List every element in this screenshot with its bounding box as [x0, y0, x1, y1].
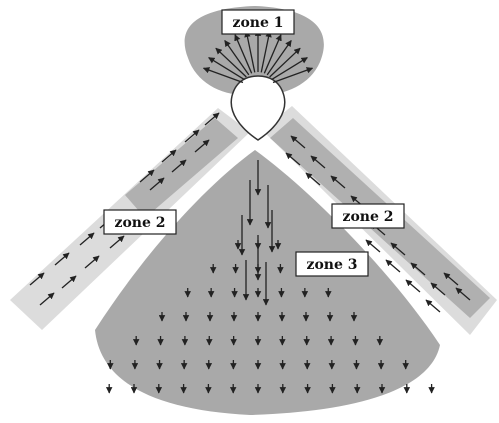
zone2-right-arrow	[305, 172, 321, 186]
zone2-right-arrow	[430, 282, 446, 296]
zone2-right-arrow	[410, 262, 426, 276]
zone1-arrow	[234, 34, 253, 74]
zone2-left-arrow	[171, 159, 187, 173]
zone2-right-arrow	[285, 152, 301, 166]
zone2-left-arrow	[109, 235, 125, 249]
zone2-right-label: zone 2	[343, 209, 394, 225]
zone2-left-arrow	[139, 169, 155, 183]
zone2-left-arrow	[79, 232, 95, 246]
zone1-arrow	[272, 67, 314, 84]
zone2-right-arrow	[290, 135, 306, 149]
zone2-left-label-box: zone 2	[103, 209, 177, 235]
zone2-left-arrow	[161, 149, 177, 163]
zone2-right-arrow	[330, 175, 346, 189]
zone2-left-arrow	[194, 139, 210, 153]
zone2-left-arrow	[204, 112, 220, 126]
zone1-arrow	[269, 47, 301, 78]
zone1-arrow	[266, 39, 292, 76]
zone1-arrow	[260, 30, 272, 73]
zone2-left-arrow	[84, 255, 100, 269]
zone2-right-arrow	[385, 259, 401, 273]
zone2-right-arrow	[455, 287, 471, 301]
zone2-left-arrow	[54, 252, 70, 266]
zone2-right-arrow	[405, 279, 421, 293]
zone1-label: zone 1	[233, 15, 284, 31]
central-droplet	[230, 75, 286, 141]
zone2-left-arrow	[29, 272, 45, 286]
zone1-arrow	[271, 56, 308, 81]
zone3-label: zone 3	[307, 257, 358, 273]
zone2-left-arrow	[39, 292, 55, 306]
zone1-arrow	[263, 34, 282, 74]
zone2-right-arrow	[443, 272, 459, 286]
zone1-arrow	[208, 56, 245, 81]
zone2-right-arrow	[365, 239, 381, 253]
zone1-arrow	[202, 67, 244, 84]
zone2-right-arrow	[390, 242, 406, 256]
zone2-left-arrow	[149, 177, 165, 191]
zone2-left-label: zone 2	[115, 215, 166, 231]
zone1-arrow	[244, 30, 256, 73]
zone3-label-box: zone 3	[295, 251, 369, 277]
zone2-left-arrow	[61, 275, 77, 289]
zone1-arrow	[215, 47, 247, 78]
zone2-right-arrow	[425, 299, 441, 313]
zone1-label-box: zone 1	[221, 9, 295, 35]
zone1-arrow	[224, 39, 250, 76]
zone2-left-strip	[125, 118, 238, 218]
zone2-right-arrow	[310, 155, 326, 169]
flow-arrows	[29, 29, 471, 394]
zone2-left-arrow	[184, 129, 200, 143]
zone2-right-label-box: zone 2	[331, 203, 405, 229]
zone3-region	[95, 150, 440, 415]
